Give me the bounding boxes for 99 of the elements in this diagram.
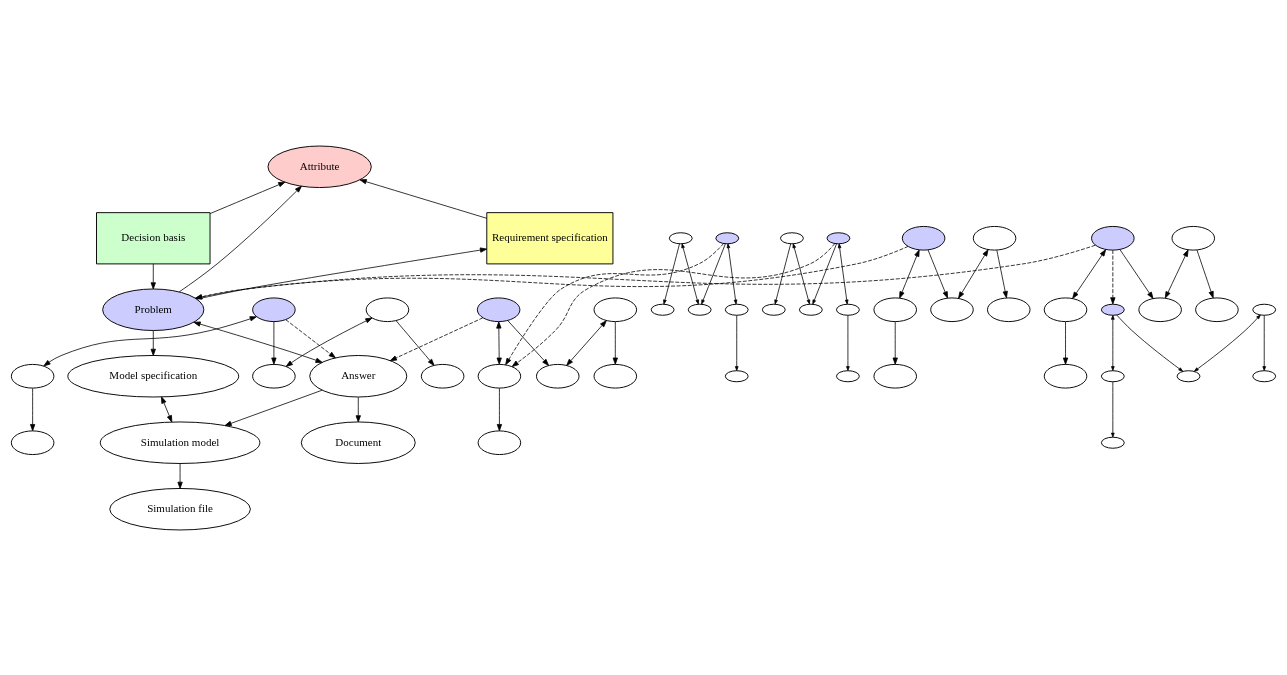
arrow [30,387,36,431]
arrow [285,317,373,367]
arrow [1196,249,1214,298]
node-ellipse [10,363,55,389]
arrow [271,320,277,365]
node-ellipse [1043,296,1088,322]
node-ellipse [593,296,638,322]
node-ellipse: Model specification [67,354,240,397]
node-ellipse [477,363,522,389]
arrow [359,178,488,219]
arrow [196,247,488,300]
node-ellipse [761,303,786,316]
arrow [43,315,257,366]
node-ellipse [1138,296,1182,322]
arrow [496,387,502,431]
arrow [701,242,726,304]
arrow [195,245,909,299]
arrow [150,329,156,356]
node-ellipse [930,296,974,322]
arrow [505,242,724,365]
node-ellipse [1043,363,1088,389]
node-ellipse [1176,369,1201,382]
arrow [285,318,336,358]
node-ellipse [724,369,749,382]
node-ellipse [836,369,860,382]
arrow [899,249,920,298]
arrow [161,395,173,422]
arrow [774,242,792,304]
arrow [663,242,680,304]
arrow [1110,249,1116,304]
node-ellipse [1100,303,1125,316]
node-ellipse [1195,296,1239,322]
arrow [193,321,323,363]
node-ellipse [1091,225,1135,251]
node-ellipse [420,363,465,389]
node-ellipse [972,225,1017,251]
arrow [1111,314,1115,371]
arrow [355,396,361,422]
arrow [1164,249,1189,298]
node-ellipse [476,296,521,322]
node-ellipse: Document [300,421,416,464]
node-ellipse [650,303,675,316]
node-ellipse [1171,225,1216,251]
arrow [846,314,850,371]
arrow [1119,248,1154,299]
node-ellipse [901,225,946,251]
arrow [178,185,302,292]
node-ellipse [873,363,917,389]
node-ellipse [1252,303,1277,316]
node-ellipse: Simulation file [109,487,251,530]
arrow [892,320,898,365]
arrow [1194,314,1261,372]
arrow [150,263,156,289]
arrow [209,181,286,214]
arrow [927,249,948,298]
node-ellipse [780,231,804,244]
node-ellipse [477,429,522,455]
arrow [566,319,607,366]
arrow [612,320,618,365]
arrow [726,242,738,304]
node-ellipse [836,303,860,316]
arrow [389,316,484,361]
arrow [958,248,989,299]
arrow [681,242,699,304]
arrow [837,242,849,304]
arrow [792,242,811,304]
arrow [224,389,323,426]
node-box: Requirement specification [486,211,614,264]
arrow [511,242,836,367]
arrow [395,319,435,366]
arrow [195,244,1096,299]
node-ellipse [668,231,693,244]
node-ellipse [724,303,749,316]
node-ellipse [715,231,740,244]
arrow [496,320,502,365]
node-ellipse [10,429,55,455]
node-ellipse [798,303,823,316]
arrow [1262,314,1266,371]
arrow [1062,320,1069,365]
arrow [1116,314,1184,372]
node-ellipse [593,363,638,389]
node-ellipse [873,296,917,322]
arrow [996,249,1008,298]
arrow [734,314,739,371]
arrow [177,462,183,489]
arrow [507,319,549,366]
node-box: Decision basis [96,211,211,264]
node-ellipse [1252,369,1277,382]
arrow [1111,381,1115,437]
node-ellipse [1100,436,1125,449]
arrow [1072,248,1107,299]
node-ellipse [252,296,296,322]
node-ellipse [826,231,851,244]
node-ellipse [536,363,580,389]
node-ellipse [987,296,1031,322]
node-ellipse [252,363,296,389]
arrow [812,242,837,304]
node-ellipse [687,303,712,316]
node-ellipse [1100,369,1125,382]
